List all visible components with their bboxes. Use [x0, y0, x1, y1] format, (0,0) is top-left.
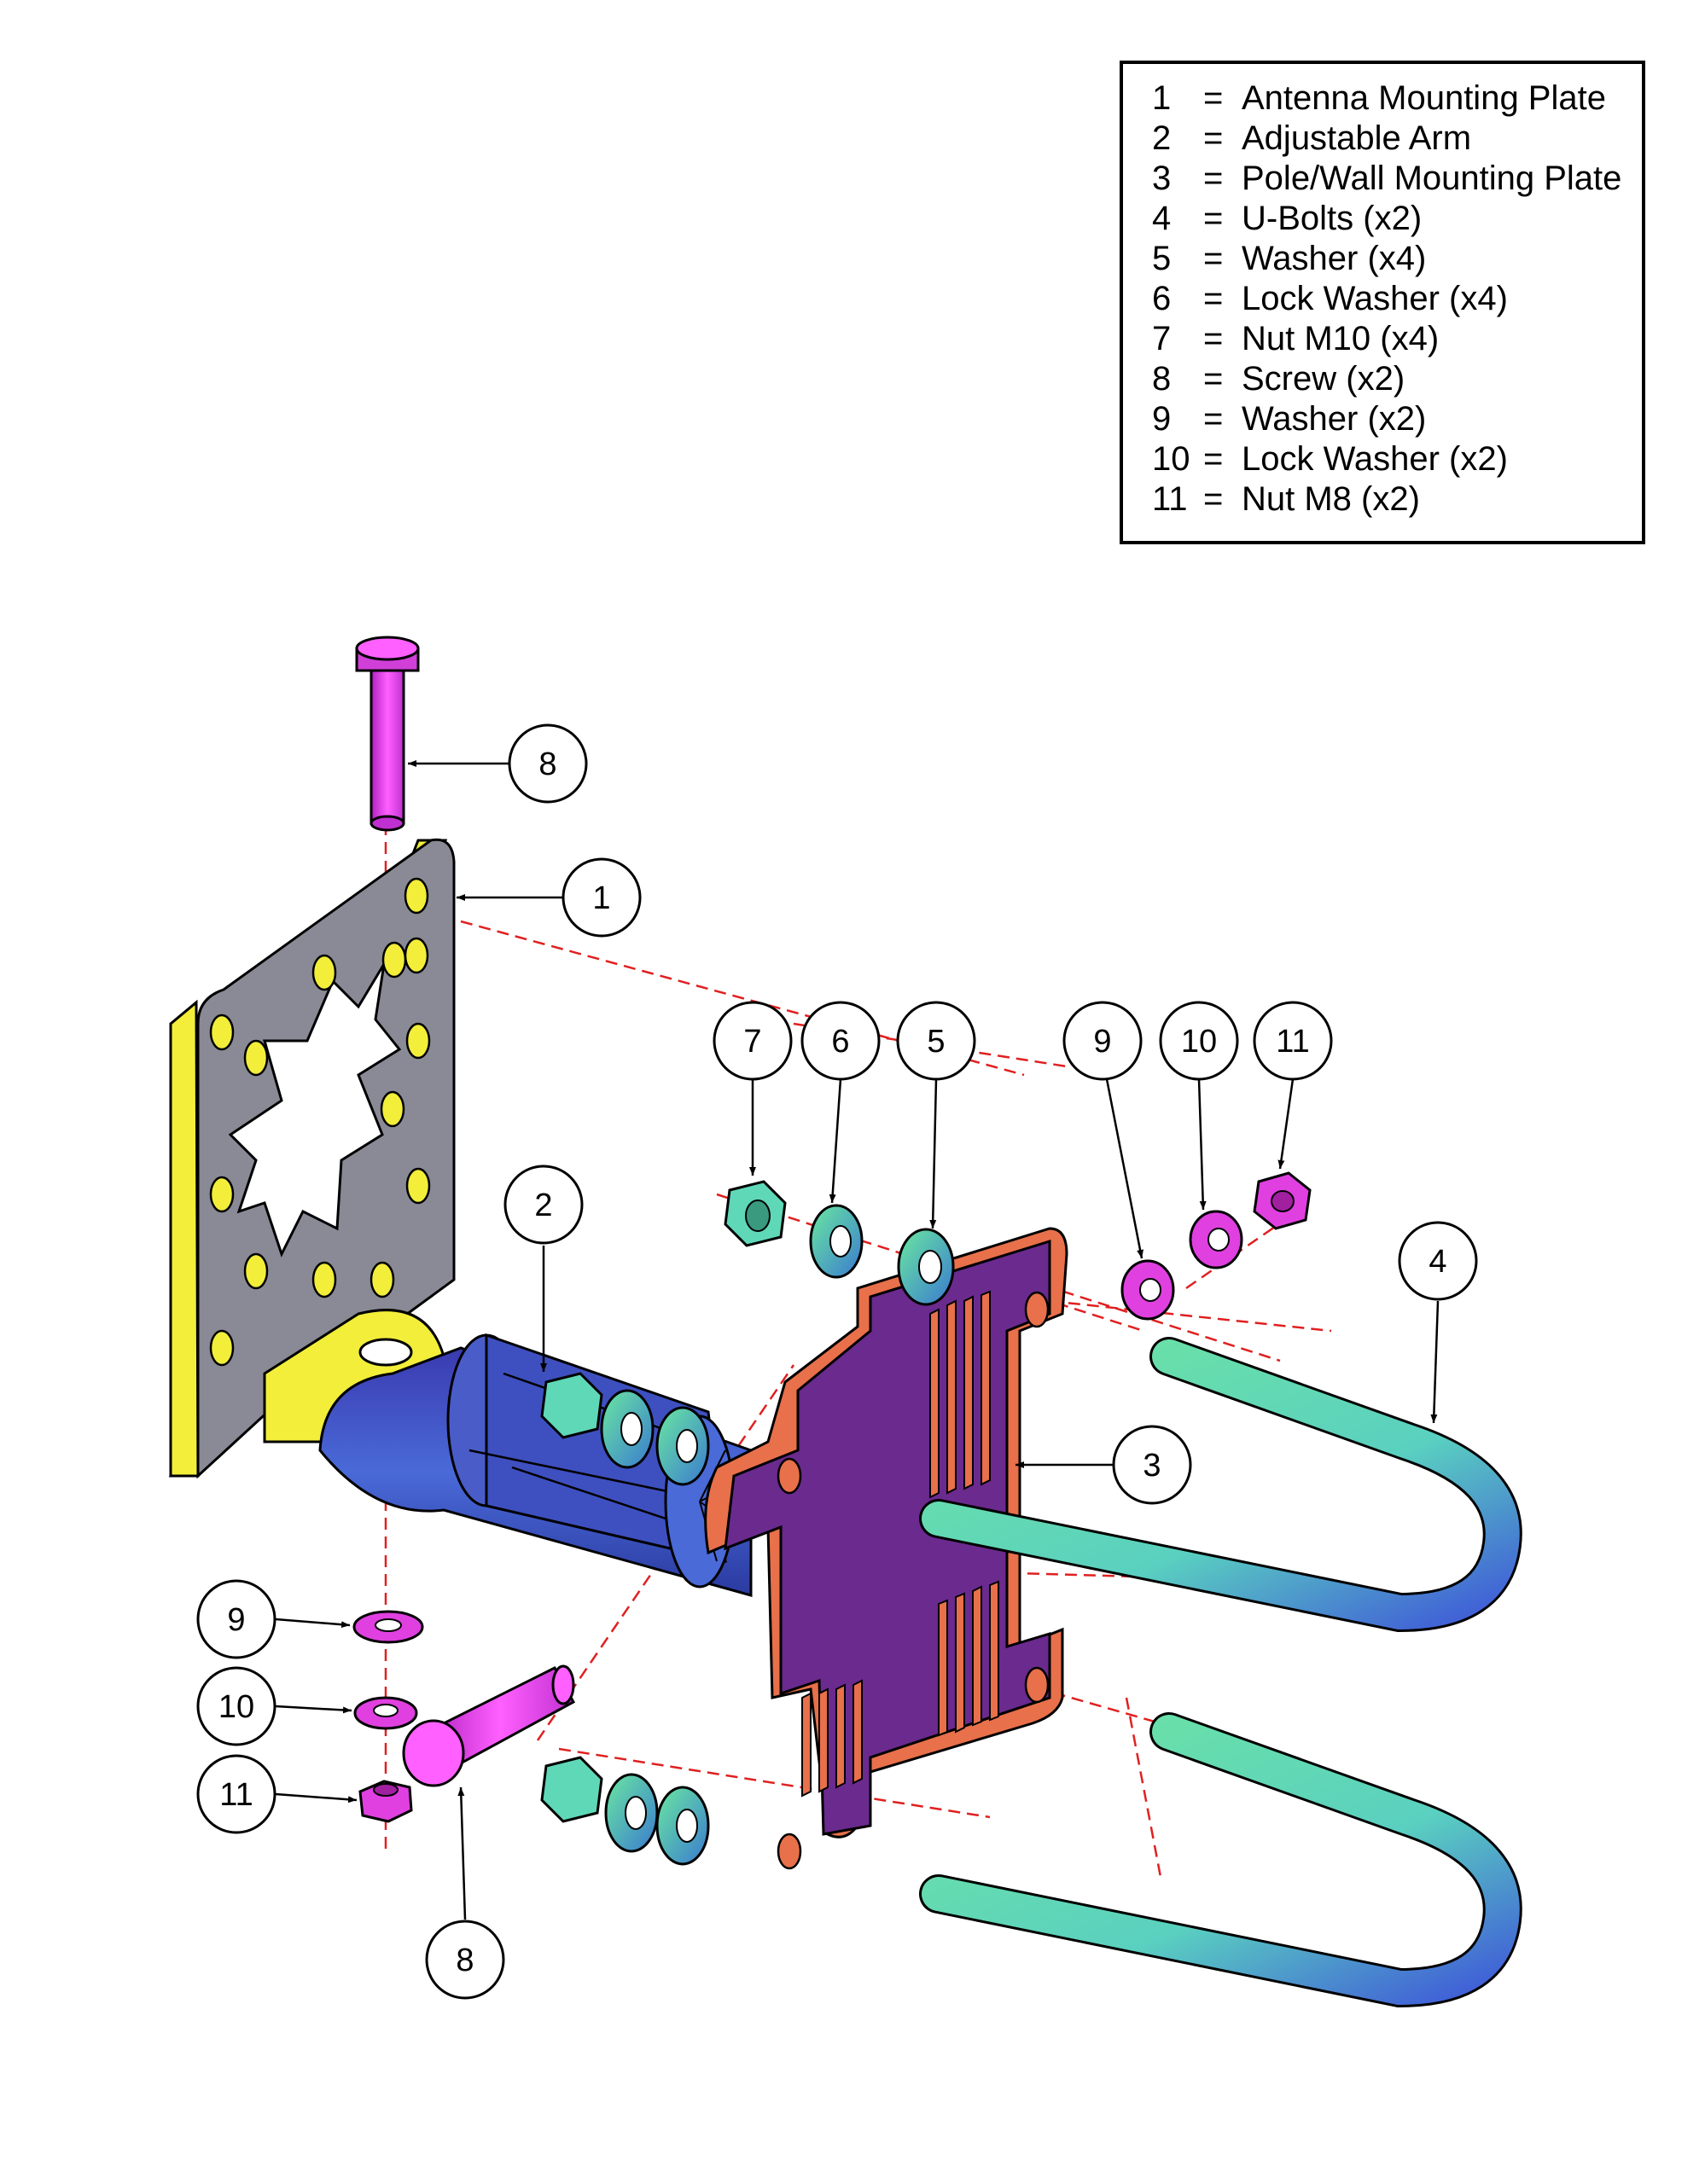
callout-number: 9	[1093, 1024, 1111, 1060]
legend-equals: =	[1203, 480, 1223, 518]
legend-equals: =	[1203, 280, 1223, 317]
m10-hardware-exploded	[724, 1180, 955, 1306]
legend-item-number: 6	[1152, 280, 1171, 317]
legend-row: 2 = Adjustable Arm	[1152, 119, 1471, 157]
callout-number: 3	[1143, 1448, 1161, 1484]
callout-balloon-b9-left: 9	[196, 1579, 276, 1659]
legend-item-name: Lock Washer (x2)	[1242, 440, 1508, 478]
callout-number: 11	[1276, 1024, 1309, 1060]
legend-item-name: Screw (x2)	[1242, 360, 1405, 398]
legend-item-number: 3	[1152, 160, 1171, 197]
legend-item-name: Nut M10 (x4)	[1242, 320, 1439, 357]
callout-balloon-b4: 4	[1398, 1221, 1478, 1301]
callout-balloons: 8 1 7 6 5 9 10 11 2 4 3 9 10 11 8	[196, 723, 1478, 2000]
leader-lines	[275, 760, 1440, 1920]
legend-equals: =	[1203, 440, 1223, 478]
legend-item-name: Nut M8 (x2)	[1242, 480, 1420, 518]
parts-legend: 1 = Antenna Mounting Plate 2 = Adjustable Arm…	[1120, 61, 1645, 544]
legend-border	[1120, 61, 1645, 544]
legend-row: 6 = Lock Washer (x4)	[1152, 280, 1508, 317]
legend-item-number: 2	[1152, 119, 1171, 157]
callout-balloon-b7: 7	[713, 1001, 793, 1081]
m10-hardware-lower	[540, 1756, 710, 1866]
legend-equals: =	[1203, 360, 1223, 398]
callout-number: 8	[456, 1943, 474, 1978]
callout-balloon-b10-left: 10	[196, 1666, 276, 1746]
callout-number: 10	[1181, 1024, 1217, 1060]
legend-equals: =	[1203, 240, 1223, 277]
callout-number: 1	[592, 880, 610, 916]
legend-item-name: Washer (x4)	[1242, 240, 1426, 277]
callout-balloon-b11-left: 11	[196, 1754, 276, 1834]
legend-item-number: 5	[1152, 240, 1171, 277]
legend-item-number: 11	[1152, 480, 1188, 518]
callout-balloon-b10-right: 10	[1159, 1001, 1239, 1081]
legend-row: 3 = Pole/Wall Mounting Plate	[1152, 160, 1621, 197]
callout-number: 10	[218, 1689, 254, 1725]
callout-number: 11	[219, 1777, 253, 1813]
legend-item-name: Lock Washer (x4)	[1242, 280, 1508, 317]
callout-number: 7	[743, 1024, 761, 1060]
legend-equals: =	[1203, 119, 1223, 157]
legend-equals: =	[1203, 320, 1223, 357]
callout-number: 8	[538, 746, 556, 782]
legend-item-name: Washer (x2)	[1242, 400, 1426, 438]
pole-wall-mounting-plate	[704, 1227, 1068, 1870]
u-bolts	[919, 1337, 1522, 2008]
callout-balloon-b1: 1	[562, 857, 642, 938]
antenna-mounting-plate	[168, 838, 456, 1479]
callout-balloon-b9-right: 9	[1062, 1001, 1143, 1081]
legend-row: 10 = Lock Washer (x2)	[1152, 440, 1508, 478]
legend-row: 1 = Antenna Mounting Plate	[1152, 79, 1606, 117]
callout-number: 5	[927, 1024, 945, 1060]
legend-item-name: Pole/Wall Mounting Plate	[1242, 160, 1621, 197]
legend-row: 11 = Nut M8 (x2)	[1152, 480, 1420, 518]
legend-item-number: 10	[1152, 440, 1190, 478]
legend-item-name: U-Bolts (x2)	[1242, 200, 1422, 237]
legend-equals: =	[1203, 200, 1223, 237]
callout-balloon-b8-bottom: 8	[425, 1920, 505, 2000]
legend-item-number: 7	[1152, 320, 1171, 357]
callout-balloon-b11-right: 11	[1253, 1001, 1333, 1081]
callout-balloon-b5: 5	[896, 1001, 976, 1081]
legend-item-name: Adjustable Arm	[1242, 119, 1471, 157]
callout-number: 2	[534, 1188, 552, 1223]
m8-hardware-left	[352, 1610, 424, 1823]
legend-row: 7 = Nut M10 (x4)	[1152, 320, 1439, 357]
screw-bottom	[402, 1664, 576, 1787]
screw-top	[355, 636, 420, 832]
callout-balloon-b6: 6	[800, 1001, 881, 1081]
legend-item-number: 4	[1152, 200, 1171, 237]
legend-item-number: 9	[1152, 400, 1171, 438]
legend-equals: =	[1203, 400, 1223, 438]
legend-row: 8 = Screw (x2)	[1152, 360, 1405, 398]
legend-row: 5 = Washer (x4)	[1152, 240, 1426, 277]
callout-balloon-b8-top: 8	[508, 723, 588, 804]
callout-balloon-b3: 3	[1112, 1425, 1192, 1505]
m8-hardware-right	[1120, 1171, 1312, 1321]
m10-hardware-on-arm	[540, 1372, 710, 1486]
callout-number: 4	[1429, 1244, 1446, 1280]
legend-item-name: Antenna Mounting Plate	[1242, 79, 1606, 117]
callout-number: 9	[227, 1602, 245, 1638]
legend-equals: =	[1203, 160, 1223, 197]
legend-row: 9 = Washer (x2)	[1152, 400, 1426, 438]
legend-item-number: 8	[1152, 360, 1171, 398]
callout-number: 6	[831, 1024, 849, 1060]
legend-row: 4 = U-Bolts (x2)	[1152, 200, 1422, 237]
legend-item-number: 1	[1152, 79, 1171, 117]
legend-equals: =	[1203, 79, 1223, 117]
callout-balloon-b2: 2	[503, 1165, 584, 1245]
